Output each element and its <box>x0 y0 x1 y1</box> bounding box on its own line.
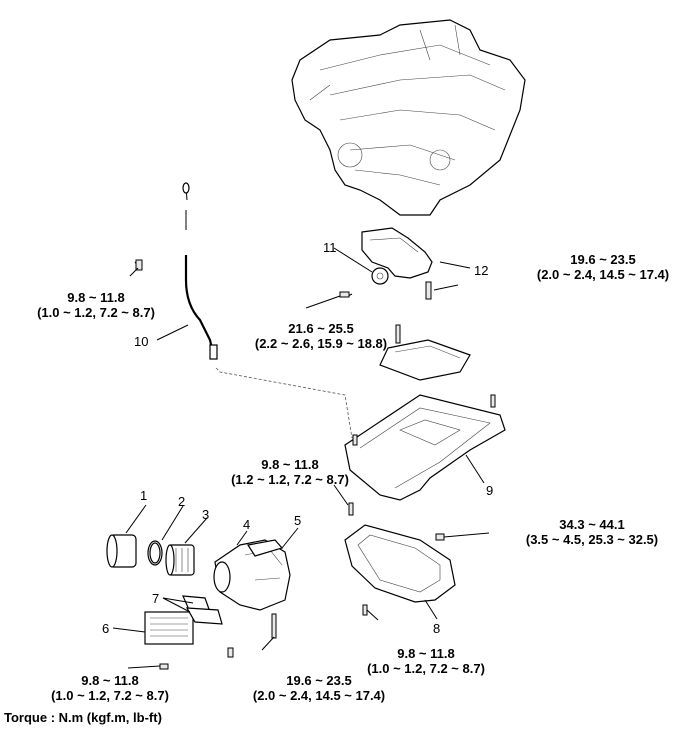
torque-value-alt: (1.2 ~ 1.2, 7.2 ~ 8.7) <box>231 472 349 487</box>
callout-1: 1 <box>140 488 148 503</box>
torque-value: 21.6 ~ 25.5 <box>288 321 354 336</box>
torque-value: 9.8 ~ 11.8 <box>261 457 319 472</box>
torque-value: 19.6 ~ 23.5 <box>286 673 352 688</box>
torque-lower-pan: 9.8 ~ 11.8 (1.0 ~ 1.2, 7.2 ~ 8.7) <box>336 646 516 676</box>
torque-value-alt: (2.0 ~ 2.4, 14.5 ~ 17.4) <box>536 267 670 282</box>
dipstick-tube <box>134 182 353 439</box>
callout-7: 7 <box>152 591 160 606</box>
torque-value: 19.6 ~ 23.5 <box>570 252 636 267</box>
callout-3: 3 <box>202 507 210 522</box>
callout-6: 6 <box>102 621 110 636</box>
torque-drain-plug: 34.3 ~ 44.1 (3.5 ~ 4.5, 25.3 ~ 32.5) <box>492 517 692 547</box>
torque-value-alt: (2.0 ~ 2.4, 14.5 ~ 17.4) <box>252 688 386 703</box>
torque-oil-cooler: 9.8 ~ 11.8 (1.0 ~ 1.2, 7.2 ~ 8.7) <box>20 673 200 703</box>
leader-lines <box>112 247 490 669</box>
torque-unit-legend: Torque : N.m (kgf.m, lb-ft) <box>4 710 162 725</box>
torque-dipstick-bolt: 9.8 ~ 11.8 (1.0 ~ 1.2, 7.2 ~ 8.7) <box>6 290 186 320</box>
callout-5: 5 <box>294 513 302 528</box>
torque-value-alt: (3.5 ~ 4.5, 25.3 ~ 32.5) <box>525 532 659 547</box>
callout-11: 11 <box>323 240 337 255</box>
callout-10: 10 <box>134 334 149 349</box>
callout-8: 8 <box>433 621 441 636</box>
torque-oil-pump-right: 19.6 ~ 23.5 (2.0 ~ 2.4, 14.5 ~ 17.4) <box>508 252 698 282</box>
oil-filter-parts <box>106 534 195 576</box>
callout-2: 2 <box>178 494 186 509</box>
filter-housing-cooler <box>144 539 291 670</box>
torque-value: 34.3 ~ 44.1 <box>559 517 625 532</box>
torque-value-alt: (1.0 ~ 1.2, 7.2 ~ 8.7) <box>367 661 485 676</box>
torque-upper-pan: 9.8 ~ 11.8 (1.2 ~ 1.2, 7.2 ~ 8.7) <box>200 457 380 487</box>
callout-9: 9 <box>486 483 494 498</box>
torque-oil-pump-bolt: 21.6 ~ 25.5 (2.2 ~ 2.6, 15.9 ~ 18.8) <box>226 321 416 351</box>
torque-value-alt: (2.2 ~ 2.6, 15.9 ~ 18.8) <box>254 336 388 351</box>
torque-value-alt: (1.0 ~ 1.2, 7.2 ~ 8.7) <box>37 305 155 320</box>
lower-oil-pan <box>344 524 456 616</box>
callout-4: 4 <box>243 517 251 532</box>
torque-value-alt: (1.0 ~ 1.2, 7.2 ~ 8.7) <box>51 688 169 703</box>
baffle-plate <box>379 324 471 381</box>
callout-12: 12 <box>474 263 489 278</box>
torque-filter-housing: 19.6 ~ 23.5 (2.0 ~ 2.4, 14.5 ~ 17.4) <box>224 673 414 703</box>
torque-value: 9.8 ~ 11.8 <box>397 646 455 661</box>
torque-value: 9.8 ~ 11.8 <box>67 290 125 305</box>
oil-pump <box>339 227 433 300</box>
upper-oil-pan <box>344 394 506 516</box>
torque-value: 9.8 ~ 11.8 <box>81 673 139 688</box>
engine-block <box>291 19 526 216</box>
